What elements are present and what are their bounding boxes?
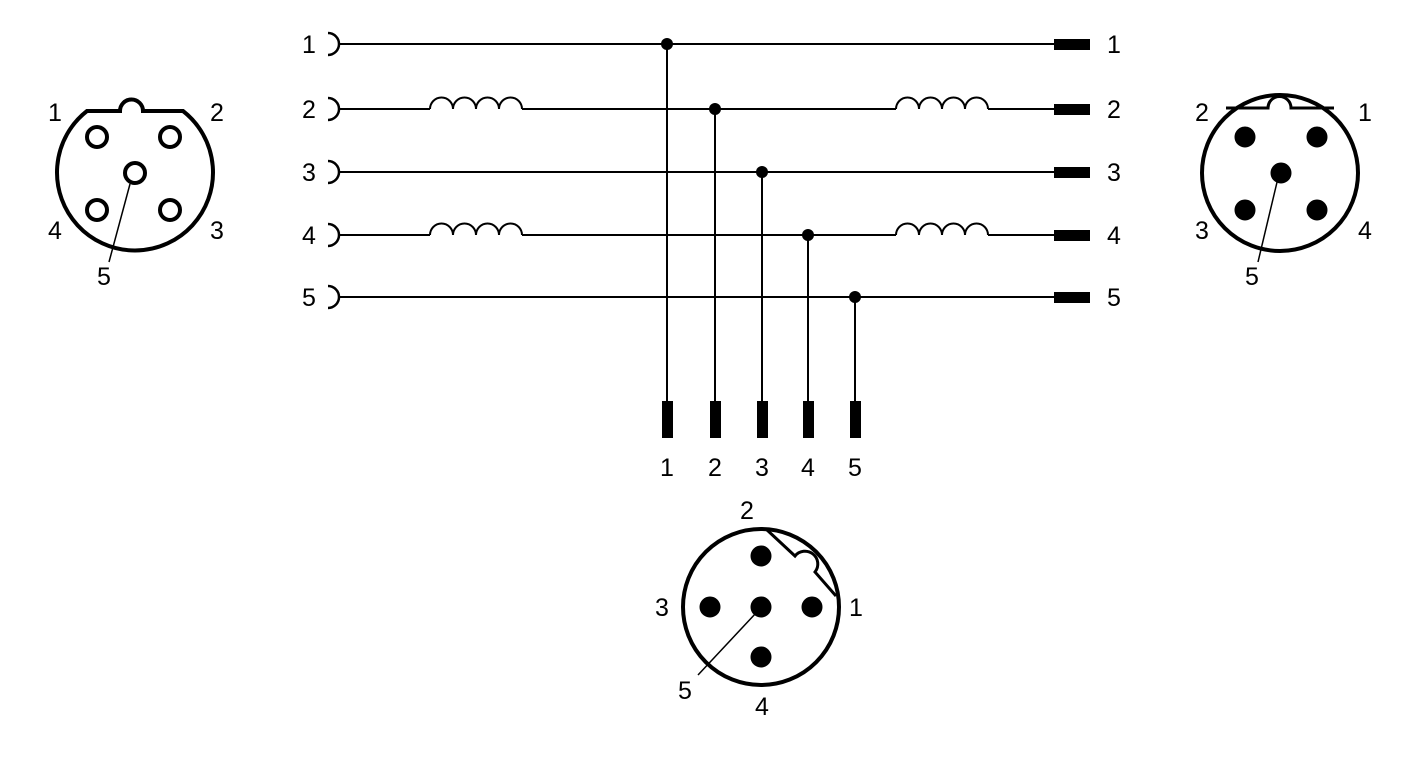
wire-1-right-label: 1 — [1107, 31, 1121, 59]
bottom-connector-outline — [681, 527, 841, 687]
left-label-5: 5 — [97, 263, 111, 291]
right-label-1: 1 — [1358, 99, 1372, 127]
bottom-connector-plug — [681, 527, 841, 687]
right-pin-5 — [1270, 162, 1292, 184]
wire-5-pin-contact — [1054, 292, 1090, 303]
wire-5-junction-dot — [849, 291, 861, 303]
right-pin-1 — [1306, 126, 1328, 148]
left-label-4: 4 — [48, 217, 62, 245]
wire-4-left-label: 4 — [302, 222, 316, 250]
wire-4-inductor-left — [429, 222, 523, 236]
right-label-4: 4 — [1358, 217, 1372, 245]
bottom-pin-4 — [750, 646, 772, 668]
left-pin-3 — [158, 198, 182, 222]
left-connector-socket — [55, 97, 215, 263]
bottom-label-2: 2 — [740, 497, 754, 525]
wire-4-bottom-label: 4 — [801, 454, 815, 482]
wire-5-bottom-label: 5 — [848, 454, 862, 482]
wire-3-junction-dot — [756, 166, 768, 178]
wire-1-junction-dot — [661, 38, 673, 50]
right-pin-5-leader — [1257, 177, 1279, 263]
wire-2-branch-contact — [710, 401, 721, 438]
right-label-2: 2 — [1195, 99, 1209, 127]
right-pin-2 — [1234, 126, 1256, 148]
wire-5-branch-contact — [850, 401, 861, 438]
wire-4-socket-contact — [327, 222, 341, 248]
wire-3-right-label: 3 — [1107, 159, 1121, 187]
left-pin-1 — [85, 125, 109, 149]
bottom-label-5: 5 — [678, 677, 692, 705]
wire-4-pin-contact — [1054, 230, 1090, 241]
wire-3-socket-contact — [327, 159, 341, 185]
left-pin-5-leader — [108, 183, 131, 263]
wire-4-right-label: 4 — [1107, 222, 1121, 250]
wire-3-left-label: 3 — [302, 159, 316, 187]
right-label-5: 5 — [1245, 263, 1259, 291]
left-pin-4 — [85, 198, 109, 222]
bottom-pin-1 — [801, 596, 823, 618]
wire-1-socket-contact — [327, 31, 341, 57]
bottom-label-4: 4 — [755, 693, 769, 721]
wire-4-junction-dot — [802, 229, 814, 241]
wire-4-branch-contact — [803, 401, 814, 438]
bottom-pin-5 — [750, 596, 772, 618]
left-label-1: 1 — [48, 99, 62, 127]
right-label-3: 3 — [1195, 217, 1209, 245]
bottom-label-3: 3 — [655, 594, 669, 622]
right-connector-outline — [1200, 93, 1360, 253]
left-connector-outline — [55, 97, 215, 253]
wire-2-inductor-right — [895, 96, 989, 110]
wire-5-right-label: 5 — [1107, 284, 1121, 312]
wire-2-right-label: 2 — [1107, 96, 1121, 124]
wire-3-bottom-label: 3 — [755, 454, 769, 482]
bottom-pin-2 — [750, 545, 772, 567]
wire-4-inductor-right — [895, 222, 989, 236]
wire-2-junction-dot — [709, 103, 721, 115]
left-label-2: 2 — [210, 99, 224, 127]
wire-1-left-label: 1 — [302, 31, 316, 59]
wire-5-socket-contact — [327, 284, 341, 310]
wires: 1 1 1 2 2 2 3 3 3 4 4 4 5 5 5 — [302, 31, 1121, 482]
wire-1-bottom-label: 1 — [660, 454, 674, 482]
wire-2-socket-contact — [327, 96, 341, 122]
wire-1-pin-contact — [1054, 39, 1090, 50]
left-pin-2 — [158, 125, 182, 149]
bottom-pin-5-leader — [697, 612, 757, 676]
wire-3-branch-contact — [757, 401, 768, 438]
bottom-connector-key — [764, 527, 838, 597]
right-connector-plug — [1200, 93, 1360, 263]
wire-1-branch-contact — [662, 401, 673, 438]
bottom-pin-3 — [699, 596, 721, 618]
wire-3-pin-contact — [1054, 167, 1090, 178]
wire-2-pin-contact — [1054, 104, 1090, 115]
wire-2-bottom-label: 2 — [708, 454, 722, 482]
right-connector-key — [1226, 95, 1334, 110]
wire-2-inductor-left — [429, 96, 523, 110]
wire-5-left-label: 5 — [302, 284, 316, 312]
left-label-3: 3 — [210, 217, 224, 245]
left-pin-5 — [123, 161, 147, 185]
wire-2-left-label: 2 — [302, 96, 316, 124]
bottom-label-1: 1 — [849, 594, 863, 622]
right-pin-3 — [1234, 199, 1256, 221]
right-pin-4 — [1306, 199, 1328, 221]
